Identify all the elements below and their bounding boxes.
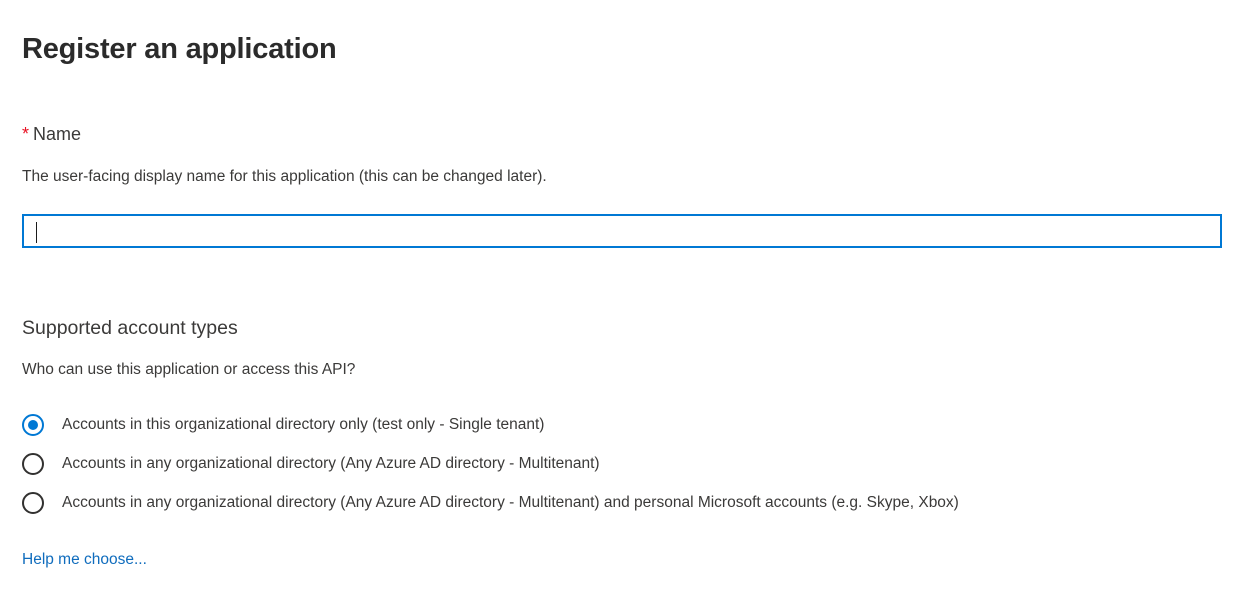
radio-option-multitenant[interactable]: Accounts in any organizational directory… [22,444,1242,483]
supported-account-types-block: Supported account types Who can use this… [22,315,1232,380]
required-asterisk-icon: * [22,124,30,144]
radio-unselected-icon[interactable] [22,491,44,514]
supported-account-types-description: Who can use this application or access t… [22,361,356,378]
text-caret [36,222,37,243]
supported-account-types-radio-group[interactable]: Accounts in this organizational director… [22,405,1242,522]
radio-option-single-tenant[interactable]: Accounts in this organizational director… [22,405,1242,444]
radio-option-label: Accounts in any organizational directory… [62,455,600,472]
name-field-block: *Name The user-facing display name for t… [22,122,1222,187]
name-field-label: *Name [22,122,1222,146]
radio-selected-icon[interactable] [22,413,44,436]
radio-option-multitenant-personal[interactable]: Accounts in any organizational directory… [22,483,1242,522]
radio-option-label: Accounts in this organizational director… [62,416,545,433]
page-title: Register an application [22,33,337,66]
name-label-text: Name [33,124,82,144]
supported-account-types-heading: Supported account types [22,317,238,339]
help-me-choose-link[interactable]: Help me choose... [22,551,147,568]
radio-unselected-icon[interactable] [22,452,44,475]
name-input[interactable] [24,216,1220,246]
radio-option-label: Accounts in any organizational directory… [62,494,959,511]
name-input-container[interactable] [22,214,1222,248]
name-field-description: The user-facing display name for this ap… [22,168,547,185]
